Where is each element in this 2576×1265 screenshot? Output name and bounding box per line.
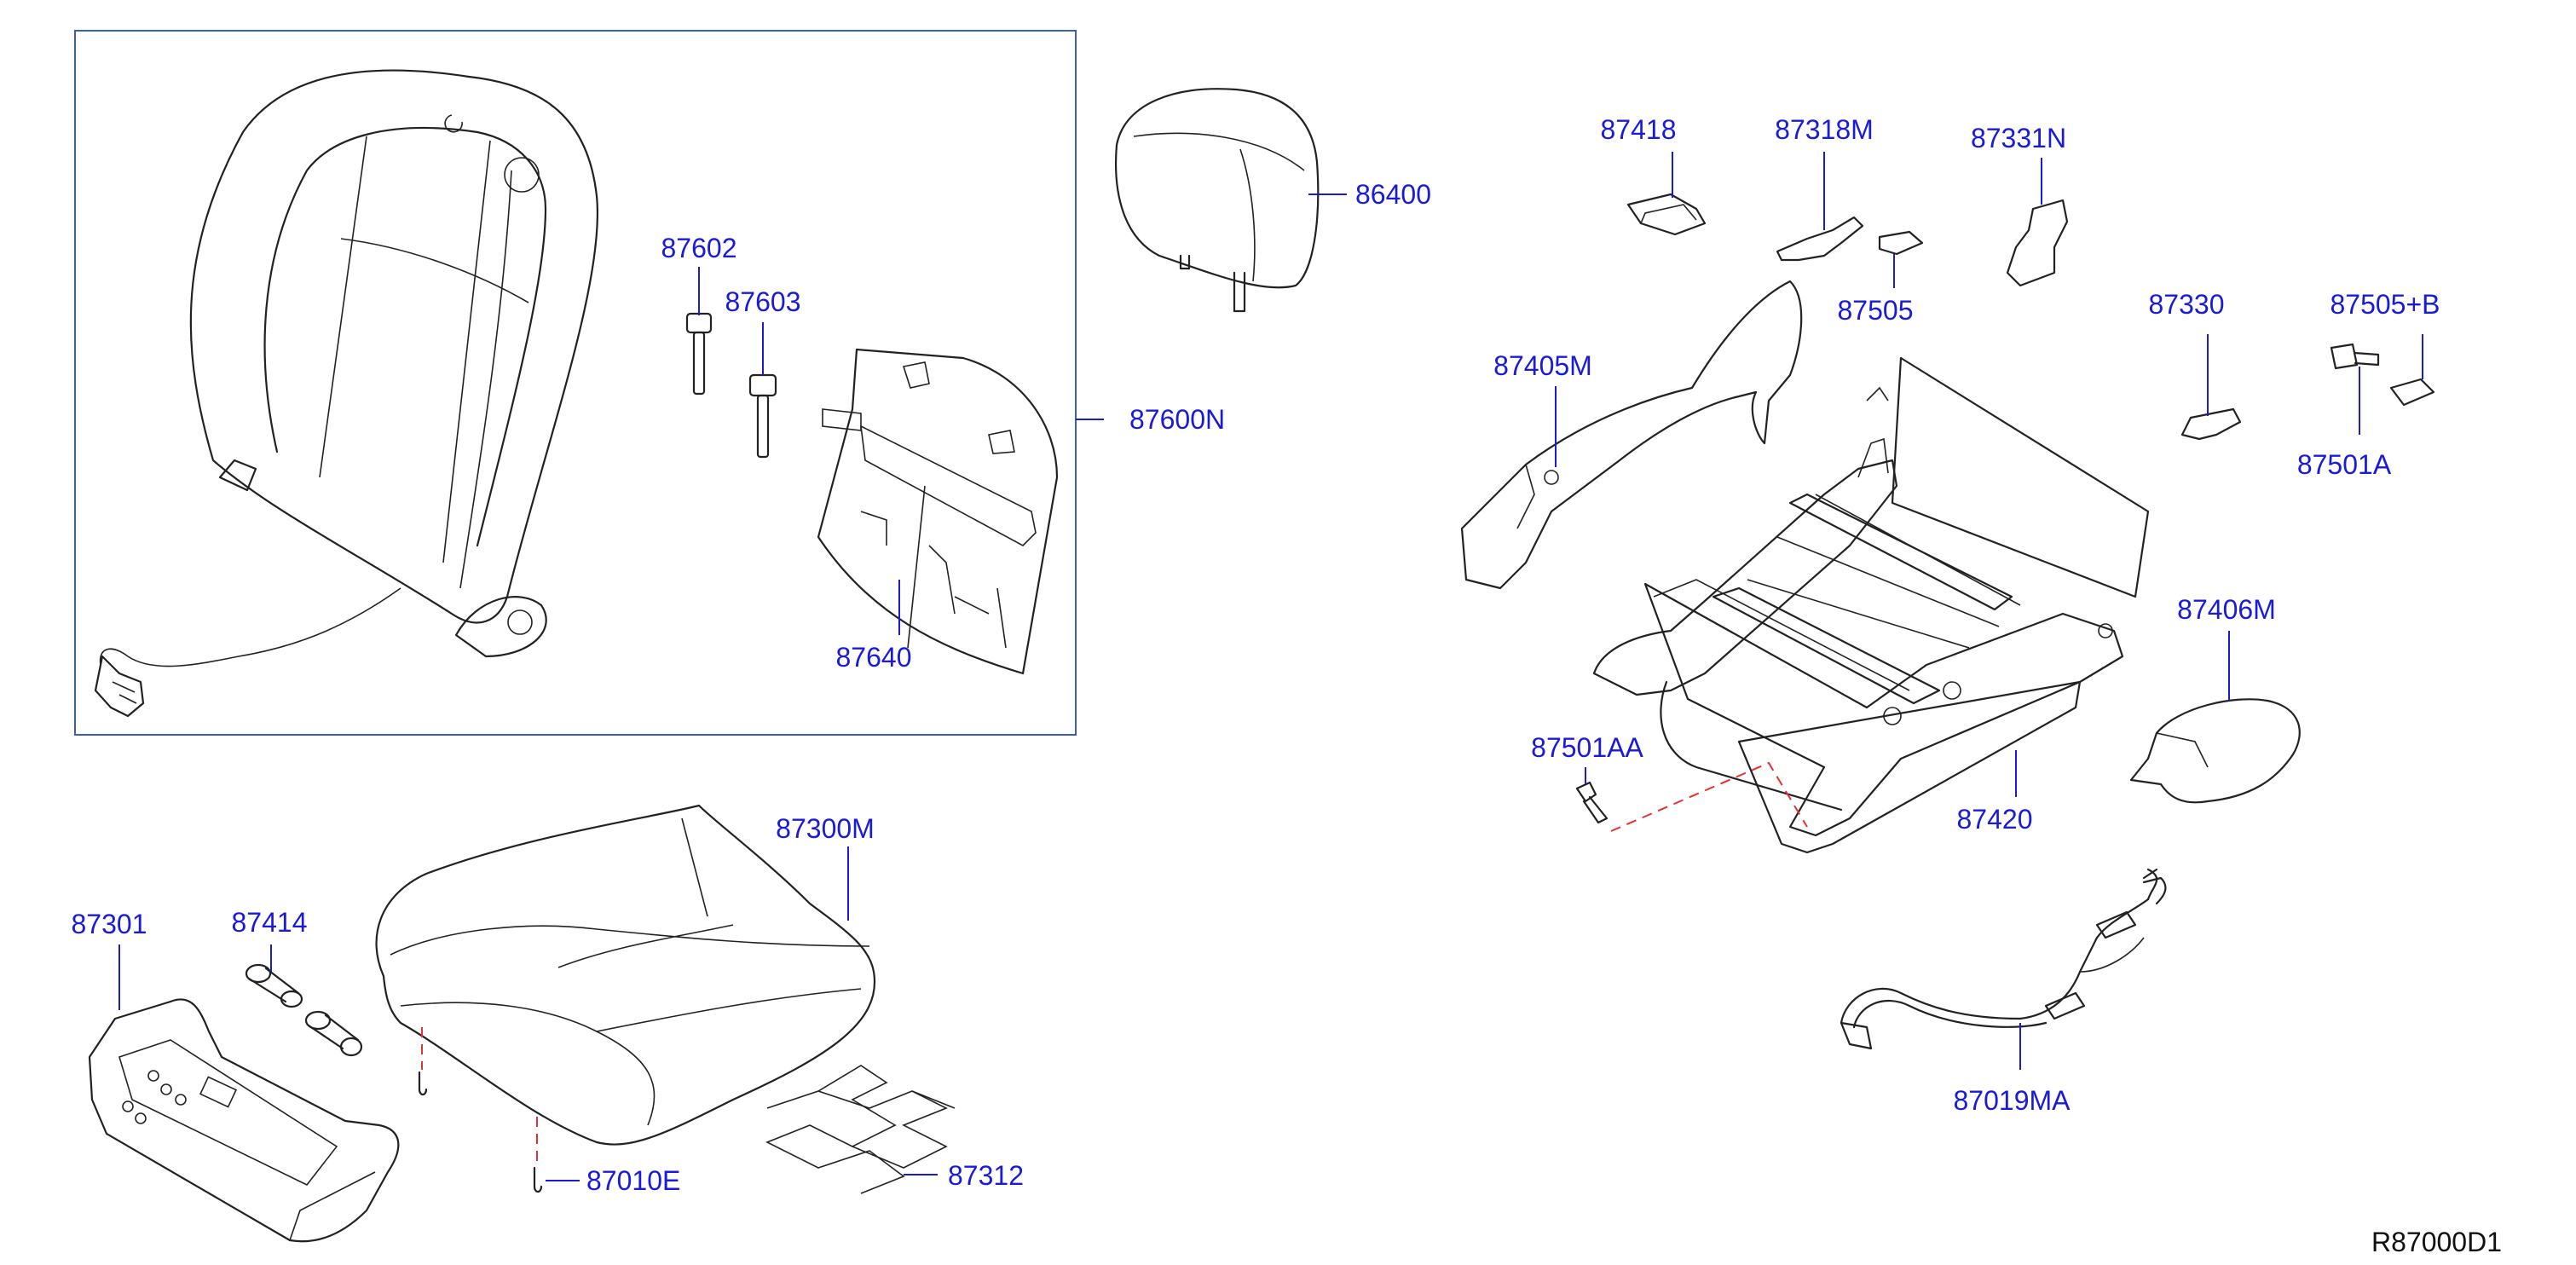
bolt-87505B-drawing — [2330, 343, 2435, 407]
label-87505: 87505 — [1838, 295, 1914, 326]
leader-lines — [118, 152, 2423, 1181]
bracket-87418-drawing — [1626, 193, 1707, 236]
label-87505B: 87505+B — [2330, 289, 2440, 320]
bracket-87318M-drawing — [1776, 216, 1864, 262]
pin-87603-drawing — [748, 373, 777, 459]
seat-back-drawing — [94, 69, 598, 718]
label-87501AA: 87501AA — [1531, 732, 1643, 763]
label-87019MA: 87019MA — [1954, 1085, 2071, 1116]
label-87405M: 87405M — [1493, 350, 1592, 381]
seatback-assembly-frame — [74, 30, 1077, 736]
bolt-87501AA-dashed-leader — [1610, 761, 1808, 832]
label-87420: 87420 — [1957, 804, 2033, 835]
label-87330: 87330 — [2149, 289, 2225, 320]
label-87501A: 87501A — [2297, 449, 2392, 480]
cushion-pan-87301-drawing — [88, 998, 400, 1243]
side-trim-87405M-drawing — [1460, 280, 1803, 590]
clip-87010E-drawing-lower — [533, 1166, 543, 1193]
springs-87312-drawing — [765, 1065, 956, 1194]
label-87010E: 87010E — [586, 1165, 680, 1196]
seat-frame-87420-drawing — [1592, 356, 2150, 854]
harness-87019MA-drawing — [1840, 868, 2167, 1050]
back-board-87640-drawing — [817, 348, 1059, 675]
label-87300M: 87300M — [776, 813, 875, 844]
clip-87505-drawing — [1878, 230, 1924, 256]
label-87312: 87312 — [948, 1160, 1024, 1191]
side-cover-87406M-drawing — [2129, 698, 2301, 804]
label-87603: 87603 — [725, 286, 801, 317]
label-87331N: 87331N — [1971, 123, 2066, 153]
label-87406M: 87406M — [2177, 594, 2276, 625]
diagram-reference-code: R87000D1 — [2371, 1227, 2502, 1257]
clip-87010E-drawing-upper — [418, 1071, 428, 1096]
bushing-87414-drawing-a — [245, 963, 303, 1008]
label-86400: 86400 — [1355, 179, 1431, 210]
label-87600N: 87600N — [1129, 404, 1225, 435]
label-87418: 87418 — [1601, 114, 1677, 145]
label-87640: 87640 — [836, 642, 912, 673]
pin-87602-drawing — [685, 312, 713, 396]
seat-cushion-87300M-drawing — [375, 804, 876, 1146]
bolt-87501AA-drawing — [1575, 781, 1609, 824]
bracket-87330-drawing — [2180, 407, 2242, 441]
bushing-87414-drawing-b — [304, 1010, 363, 1057]
label-87318M: 87318M — [1775, 114, 1874, 145]
label-87414: 87414 — [232, 907, 308, 938]
label-87602: 87602 — [661, 233, 737, 263]
cover-87331N-drawing — [2006, 199, 2069, 287]
label-87301: 87301 — [72, 909, 147, 939]
headrest-86400-drawing — [1115, 88, 1320, 313]
